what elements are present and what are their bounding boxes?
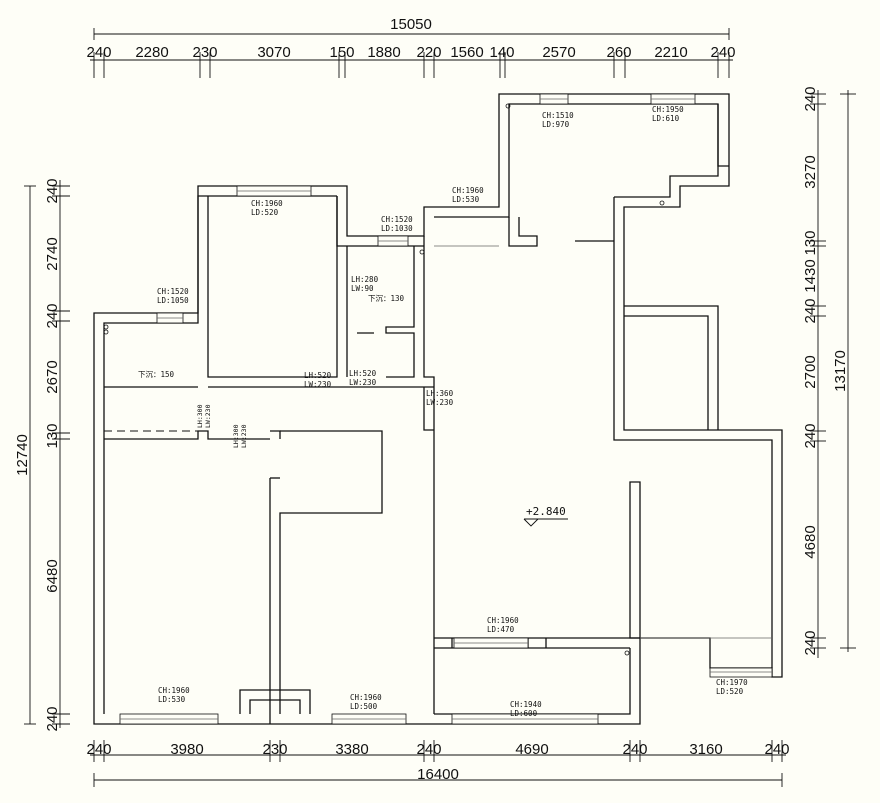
svg-text:LH:520: LH:520: [349, 369, 377, 378]
top-dim-8: 1560: [450, 44, 483, 61]
bottom-dim-4: 3380: [335, 741, 368, 758]
top-dim-9: 140: [489, 44, 514, 61]
bottom-dim-3: 230: [262, 741, 287, 758]
right-total-dimension: 13170: [832, 350, 849, 392]
svg-text:LD:530: LD:530: [452, 195, 480, 204]
right-dimensions: 240 3270 130 1430 240 2700 240 4680 240 …: [802, 86, 856, 658]
floor-drop-lines: [104, 245, 772, 639]
right-dim-9: 240: [802, 630, 819, 655]
svg-text:LW:230: LW:230: [204, 404, 212, 428]
svg-text:LD:970: LD:970: [542, 120, 570, 129]
top-dimensions: 15050 240 2280 230 3070 150 1880 220 156…: [86, 16, 736, 78]
svg-text:CH:1960: CH:1960: [487, 616, 519, 625]
windows: [119, 93, 773, 725]
top-dim-5: 150: [329, 44, 354, 61]
svg-text:LD:470: LD:470: [487, 625, 515, 634]
svg-text:CH:1960: CH:1960: [350, 693, 382, 702]
top-dim-7: 220: [416, 44, 441, 61]
bottom-dim-8: 3160: [689, 741, 722, 758]
right-dim-4: 1430: [802, 259, 819, 292]
svg-text:LW:230: LW:230: [349, 378, 377, 387]
fixture-marks: [103, 103, 665, 656]
top-total-dimension: 15050: [390, 16, 432, 33]
svg-text:LD:530: LD:530: [158, 695, 186, 704]
right-dim-1: 240: [802, 86, 819, 111]
right-dim-8: 4680: [802, 525, 819, 558]
top-dim-13: 240: [710, 44, 735, 61]
svg-text:LD:520: LD:520: [251, 208, 279, 217]
elevation-label: +2.840: [526, 505, 566, 518]
left-dim-3: 240: [44, 303, 61, 328]
svg-text:CH:1520: CH:1520: [157, 287, 189, 296]
top-dim-4: 3070: [257, 44, 290, 61]
bottom-dim-2: 3980: [170, 741, 203, 758]
svg-text:CH:1950: CH:1950: [652, 105, 684, 114]
right-dim-6: 2700: [802, 355, 819, 388]
elevation-marker: +2.840: [523, 505, 568, 527]
left-dim-5: 130: [44, 423, 61, 448]
left-dim-4: 2670: [44, 360, 61, 393]
left-total-dimension: 12740: [14, 434, 31, 476]
top-dim-12: 2210: [654, 44, 687, 61]
top-dim-1: 240: [86, 44, 111, 61]
top-dim-2: 2280: [135, 44, 168, 61]
bottom-dim-7: 240: [622, 741, 647, 758]
left-dim-2: 2740: [44, 237, 61, 270]
svg-text:LH:280: LH:280: [351, 275, 379, 284]
left-dim-6: 6480: [44, 559, 61, 592]
svg-text:LD:610: LD:610: [652, 114, 680, 123]
right-dim-7: 240: [802, 423, 819, 448]
bottom-dim-6: 4690: [515, 741, 548, 758]
svg-text:CH:1520: CH:1520: [381, 215, 413, 224]
svg-text:LH:300: LH:300: [196, 404, 204, 428]
svg-text:LD:1030: LD:1030: [381, 224, 413, 233]
bottom-dim-5: 240: [416, 741, 441, 758]
svg-text:LD:1050: LD:1050: [157, 296, 189, 305]
svg-text:LH:360: LH:360: [426, 389, 454, 398]
bottom-dim-1: 240: [86, 741, 111, 758]
svg-text:CH:1960: CH:1960: [158, 686, 190, 695]
svg-text:LW:90: LW:90: [351, 284, 374, 293]
opening-annotations: LH:280 LW:90 下沉：130 下沉：150 LH:520 LW:230…: [138, 275, 454, 448]
right-dim-2: 3270: [802, 155, 819, 188]
svg-text:LW:230: LW:230: [426, 398, 454, 407]
window-annotations: CH:1960 LD:520 CH:1520 LD:1030 CH:1960 L…: [157, 105, 748, 718]
top-dim-3: 230: [192, 44, 217, 61]
svg-text:LD:600: LD:600: [510, 709, 538, 718]
window-right-bottom: [709, 667, 773, 678]
right-dim-5: 240: [802, 298, 819, 323]
sunken-floor-label-room: 下沉：150: [138, 370, 175, 379]
sunken-floor-label-bath: 下沉：130: [368, 294, 405, 303]
bottom-total-dimension: 16400: [417, 766, 459, 783]
svg-text:LH:300: LH:300: [232, 424, 240, 448]
svg-text:CH:1510: CH:1510: [542, 111, 574, 120]
left-dimensions: 12740 240 2740 240 2670 130 6480 240: [14, 178, 70, 732]
svg-text:LW:230: LW:230: [240, 424, 248, 448]
left-dim-7: 240: [44, 706, 61, 731]
svg-text:LD:500: LD:500: [350, 702, 378, 711]
bottom-dim-9: 240: [764, 741, 789, 758]
svg-text:LD:520: LD:520: [716, 687, 744, 696]
top-dim-10: 2570: [542, 44, 575, 61]
svg-text:CH:1970: CH:1970: [716, 678, 748, 687]
svg-text:LW:230: LW:230: [304, 380, 332, 389]
top-dim-6: 1880: [367, 44, 400, 61]
svg-text:LH:520: LH:520: [304, 371, 332, 380]
top-dim-11: 260: [606, 44, 631, 61]
svg-text:CH:1940: CH:1940: [510, 700, 542, 709]
svg-text:CH:1960: CH:1960: [251, 199, 283, 208]
left-dim-1: 240: [44, 178, 61, 203]
right-dim-3: 130: [802, 230, 819, 255]
svg-text:CH:1960: CH:1960: [452, 186, 484, 195]
bottom-dimensions: 240 3980 230 3380 240 4690 240 3160 240 …: [86, 740, 790, 787]
